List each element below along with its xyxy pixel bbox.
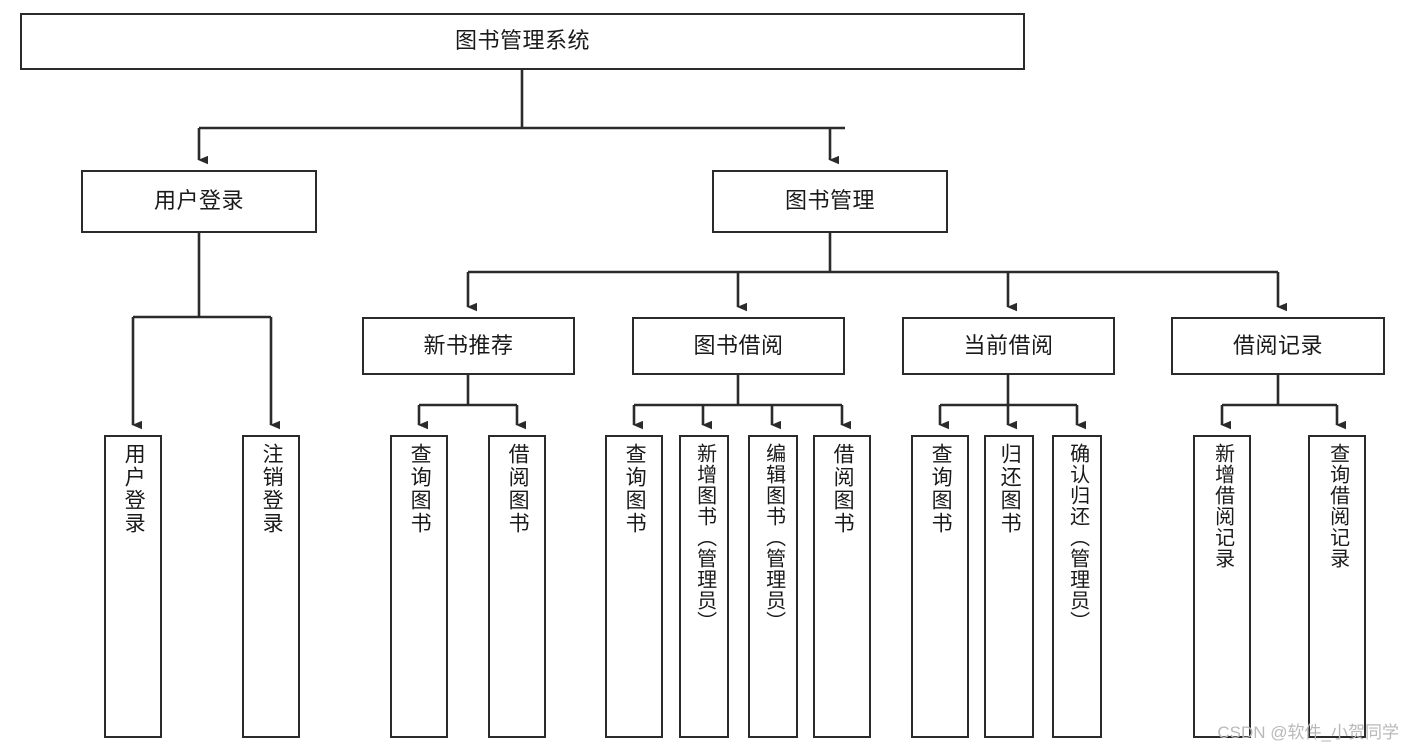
leaf-current-borrow-query-label: 查询图书 <box>929 443 953 535</box>
node-book-borrow[interactable]: 图书借阅 <box>632 317 845 375</box>
leaf-book-borrow-add-label: 新增图书（管理员） <box>693 443 716 632</box>
leaf-book-borrow-borrow-label: 借阅图书 <box>831 443 855 535</box>
leaf-book-borrow-edit-label: 编辑图书（管理员） <box>762 443 785 632</box>
node-user-login[interactable]: 用户登录 <box>81 170 317 233</box>
leaf-book-borrow-edit[interactable]: 编辑图书（管理员） <box>748 435 798 738</box>
leaf-current-borrow-return[interactable]: 归还图书 <box>984 435 1034 738</box>
csdn-watermark: CSDN @软件_小贺同学 <box>1217 723 1399 742</box>
node-new-book-recommend-label: 新书推荐 <box>423 332 514 358</box>
node-current-borrow[interactable]: 当前借阅 <box>902 317 1115 375</box>
node-borrow-record-label: 借阅记录 <box>1232 332 1323 358</box>
leaf-current-borrow-confirm[interactable]: 确认归还（管理员） <box>1052 435 1102 738</box>
node-root-system[interactable]: 图书管理系统 <box>20 13 1025 70</box>
node-book-management[interactable]: 图书管理 <box>712 170 948 233</box>
leaf-new-book-query[interactable]: 查询图书 <box>390 435 448 738</box>
leaf-user-login-signout[interactable]: 注销登录 <box>242 435 300 738</box>
leaf-new-book-borrow[interactable]: 借阅图书 <box>488 435 546 738</box>
node-current-borrow-label: 当前借阅 <box>963 332 1054 358</box>
node-book-management-label: 图书管理 <box>784 188 875 214</box>
node-root-system-label: 图书管理系统 <box>454 28 590 54</box>
leaf-borrow-record-add-label: 新增借阅记录 <box>1211 443 1234 569</box>
leaf-borrow-record-add[interactable]: 新增借阅记录 <box>1193 435 1251 738</box>
node-borrow-record[interactable]: 借阅记录 <box>1171 317 1385 375</box>
node-user-login-label: 用户登录 <box>153 188 244 214</box>
leaf-new-book-borrow-label: 借阅图书 <box>506 443 530 535</box>
leaf-book-borrow-query-label: 查询图书 <box>623 443 647 535</box>
node-book-borrow-label: 图书借阅 <box>693 332 784 358</box>
node-new-book-recommend[interactable]: 新书推荐 <box>362 317 575 375</box>
leaf-current-borrow-query[interactable]: 查询图书 <box>911 435 969 738</box>
leaf-new-book-query-label: 查询图书 <box>408 443 432 535</box>
leaf-user-login-signin-label: 用户登录 <box>122 443 146 535</box>
leaf-book-borrow-add[interactable]: 新增图书（管理员） <box>679 435 729 738</box>
leaf-borrow-record-query-label: 查询借阅记录 <box>1326 443 1349 569</box>
leaf-user-login-signout-label: 注销登录 <box>260 443 284 535</box>
leaf-current-borrow-confirm-label: 确认归还（管理员） <box>1066 443 1089 632</box>
leaf-current-borrow-return-label: 归还图书 <box>998 443 1022 535</box>
leaf-book-borrow-borrow[interactable]: 借阅图书 <box>813 435 871 738</box>
leaf-user-login-signin[interactable]: 用户登录 <box>104 435 162 738</box>
leaf-borrow-record-query[interactable]: 查询借阅记录 <box>1308 435 1366 738</box>
leaf-book-borrow-query[interactable]: 查询图书 <box>605 435 663 738</box>
